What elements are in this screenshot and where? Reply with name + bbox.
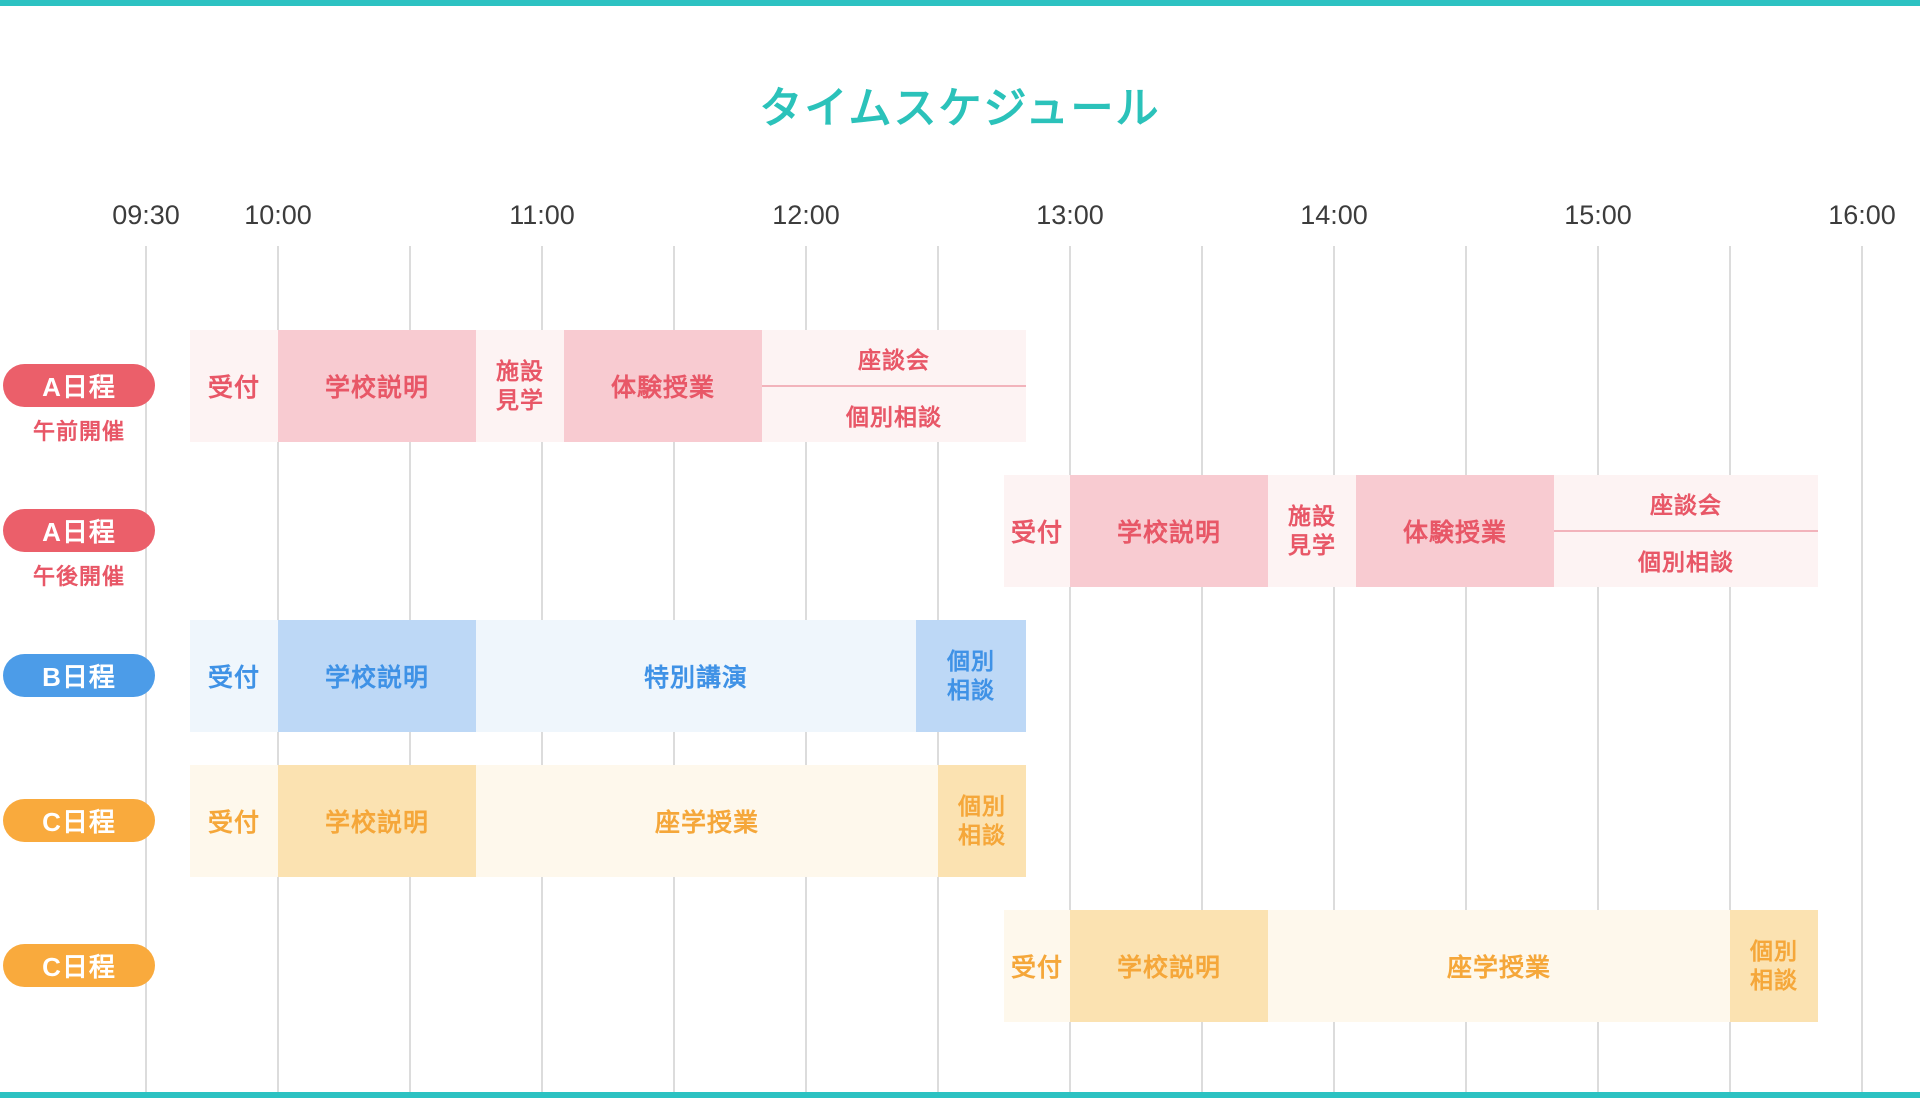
row-pill: A日程 [3,509,155,552]
schedule-block: 学校説明 [278,765,476,877]
schedule-block: 施設 見学 [1268,475,1356,587]
split-bottom-label: 個別相談 [846,403,942,430]
schedule-block: 受付 [1004,910,1070,1022]
time-label: 12:00 [772,200,840,230]
row-label: B日程 [3,620,155,732]
schedule-block: 座学授業 [1268,910,1730,1022]
schedule-row: A日程午前開催受付学校説明施設 見学体験授業座談会個別相談 [0,330,1920,444]
schedule-block: 特別講演 [476,620,916,732]
schedule-block: 個別 相談 [938,765,1026,877]
schedule-row: A日程午後開催受付学校説明施設 見学体験授業座談会個別相談 [0,475,1920,589]
gridline [1465,246,1467,1092]
time-label: 16:00 [1828,200,1896,230]
row-label: A日程午前開催 [3,330,155,444]
row-label: C日程 [3,910,155,1022]
time-label: 15:00 [1564,200,1632,230]
gridline [1333,246,1335,1092]
split-top-label: 座談会 [1650,491,1722,518]
schedule-block: 受付 [1004,475,1070,587]
row-sublabel: 午後開催 [32,564,125,589]
schedule-block: 座談会個別相談 [1554,475,1818,587]
schedule-block: 学校説明 [278,620,476,732]
schedule-block: 学校説明 [1070,475,1268,587]
schedule-block: 受付 [190,330,278,442]
page-title: タイムスケジュール [759,85,1161,133]
bottom-accent-border [0,1092,1920,1098]
time-label: 09:30 [112,200,180,230]
row-pill: A日程 [3,364,155,407]
row-sublabel: 午前開催 [32,419,125,444]
schedule-row: B日程受付学校説明特別講演個別 相談 [0,620,1920,732]
schedule-row: C日程受付学校説明座学授業個別 相談 [0,765,1920,877]
split-divider [1554,530,1818,532]
schedule-block: 体験授業 [1356,475,1554,587]
row-pill: C日程 [3,944,155,987]
gridline [1201,246,1203,1092]
time-label: 14:00 [1300,200,1368,230]
gridline [1861,246,1863,1092]
time-label: 10:00 [244,200,312,230]
row-pill: B日程 [3,654,155,697]
row-label: C日程 [3,765,155,877]
split-top-label: 座談会 [858,346,930,373]
split-bottom-label: 個別相談 [1638,548,1734,575]
schedule-block: 学校説明 [278,330,476,442]
top-accent-border [0,0,1920,6]
split-divider [762,385,1026,387]
schedule-block: 受付 [190,620,278,732]
time-label: 11:00 [509,200,575,230]
row-pill: C日程 [3,799,155,842]
schedule-block: 座学授業 [476,765,938,877]
gridline [1069,246,1071,1092]
time-label: 13:00 [1036,200,1104,230]
schedule-block: 個別 相談 [916,620,1026,732]
schedule-row: C日程 受付学校説明座学授業個別 相談 [0,910,1920,1022]
schedule-block: 体験授業 [564,330,762,442]
row-label: A日程午後開催 [3,475,155,589]
gridline [1729,246,1731,1092]
gridline [1597,246,1599,1092]
schedule-block: 施設 見学 [476,330,564,442]
schedule-block: 個別 相談 [1730,910,1818,1022]
schedule-block: 受付 [190,765,278,877]
schedule-block: 学校説明 [1070,910,1268,1022]
schedule-block: 座談会個別相談 [762,330,1026,442]
